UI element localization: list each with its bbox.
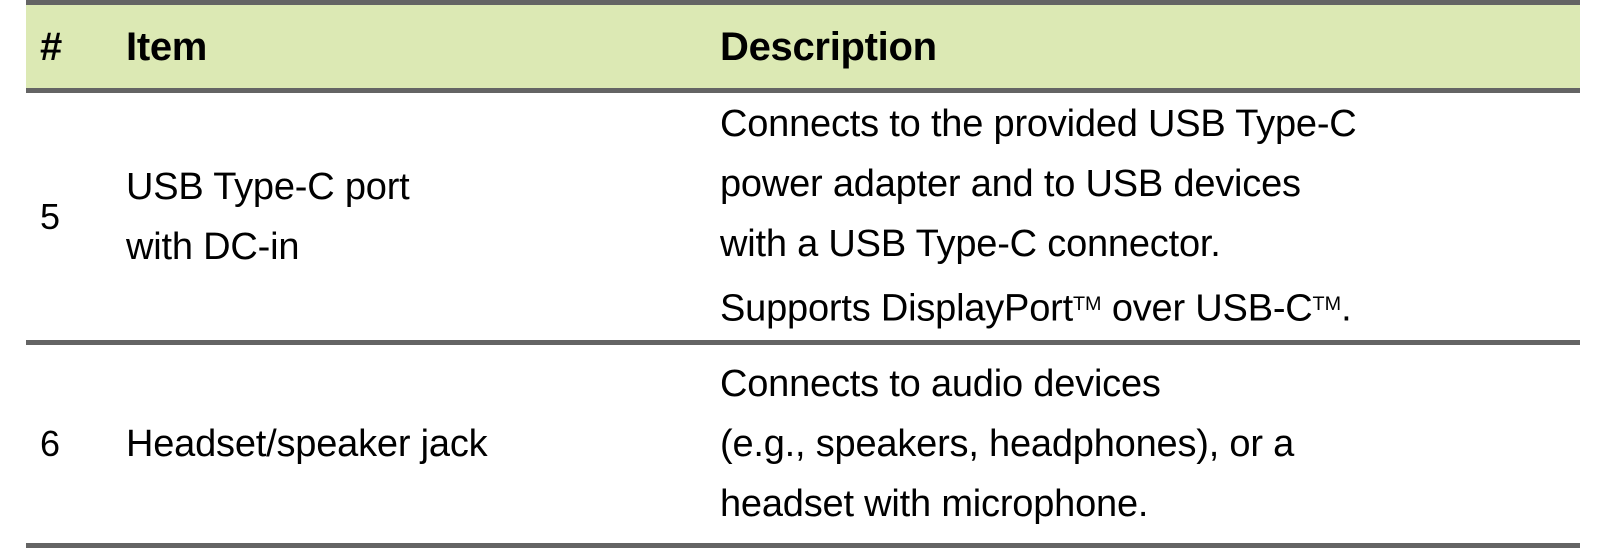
column-header-number: # — [26, 0, 114, 93]
description-line-2: headset with microphone. — [720, 483, 1149, 525]
table-header-row: # Item Description — [26, 0, 1580, 93]
item-line-0: USB Type-C port — [126, 165, 410, 208]
trademark-symbol: TM — [1072, 293, 1102, 316]
cell-description: Connects to audio devices (e.g., speakers… — [710, 342, 1580, 548]
description-line-1: (e.g., speakers, headphones), or a — [720, 423, 1295, 465]
cell-item: Headset/speaker jack — [114, 342, 710, 548]
table-header: # Item Description — [26, 0, 1580, 93]
cell-description: Connects to the provided USB Type-C power… — [710, 90, 1580, 345]
trademark-symbol: TM — [1312, 293, 1342, 316]
description-line-2: with a USB Type-C connector. — [720, 223, 1221, 266]
item-line-1: with DC-in — [126, 225, 300, 268]
description-line-3: Supports DisplayPortTM over USB-CTM. — [720, 287, 1352, 330]
description-line-1: power adapter and to USB devices — [720, 163, 1301, 206]
cell-number: 5 — [26, 90, 114, 345]
cell-item: USB Type-C port with DC-in — [114, 90, 710, 345]
description-line-0: Connects to the provided USB Type-C — [720, 103, 1357, 146]
table-row: 6 Headset/speaker jack Connects to audio… — [26, 342, 1580, 548]
item-line-0: Headset/speaker jack — [126, 423, 488, 465]
column-header-description: Description — [710, 0, 1580, 93]
cell-number: 6 — [26, 342, 114, 548]
ports-spec-table: # Item Description 5 USB Type-C port with… — [26, 0, 1580, 548]
column-header-item: Item — [114, 0, 710, 93]
table-row: 5 USB Type-C port with DC-in Connects to … — [26, 90, 1580, 345]
spec-table-container: # Item Description 5 USB Type-C port with… — [26, 0, 1580, 548]
table-body: 5 USB Type-C port with DC-in Connects to … — [26, 90, 1580, 548]
description-line-0: Connects to audio devices — [720, 363, 1161, 405]
